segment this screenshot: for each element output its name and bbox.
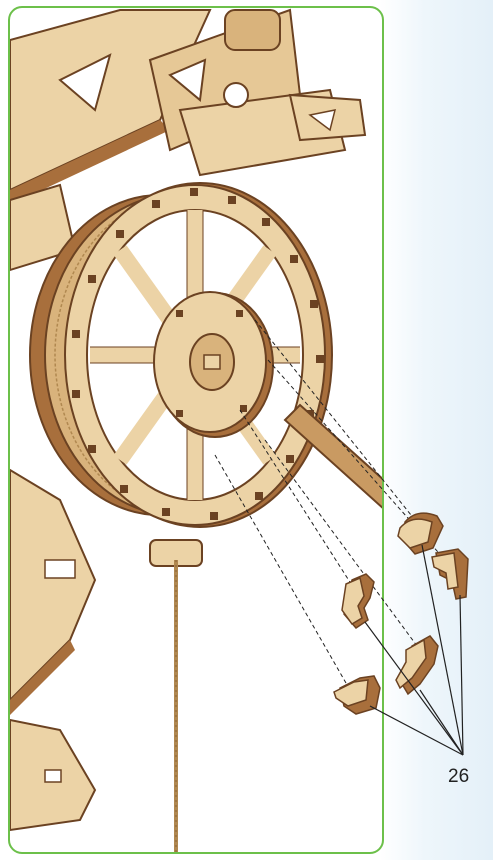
part-26-c: [342, 574, 374, 628]
part-26-b: [432, 549, 468, 599]
part-number-label: 26: [448, 766, 469, 788]
lower-frame-arm: [10, 470, 95, 830]
part-26-d: [396, 636, 438, 694]
wooden-wheel-icon: [65, 183, 332, 527]
rope-and-tab: [150, 540, 202, 852]
part-26-a: [398, 513, 443, 554]
plywood-part-icon: [334, 513, 468, 714]
